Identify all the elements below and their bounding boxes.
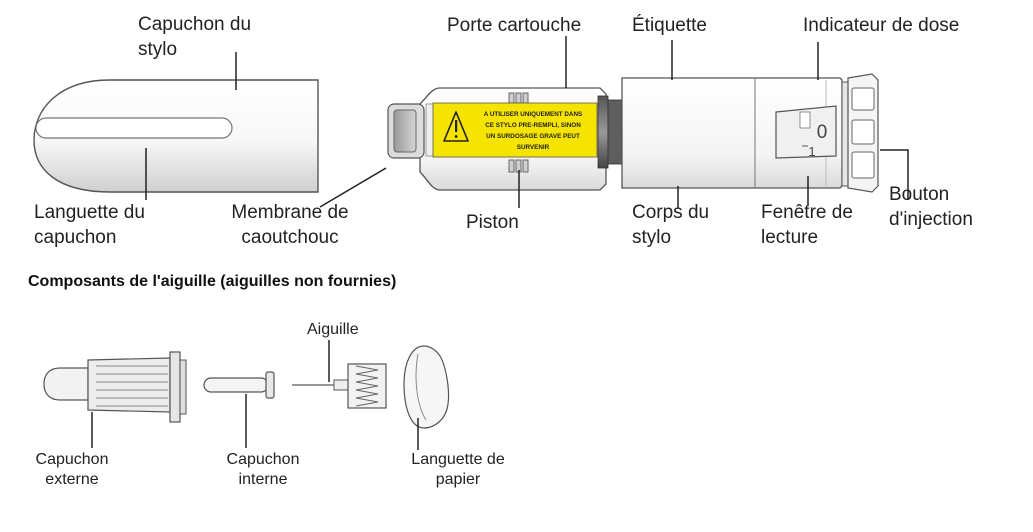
section-heading: Composants de l'aiguille (aiguilles non … — [28, 273, 397, 290]
label-paper-tab: Languette de papier — [411, 450, 504, 490]
label-rubber-membrane-line-2: caoutchouc — [241, 227, 339, 248]
rubber-membrane — [393, 109, 417, 153]
label-pen-body: Corps du stylo — [632, 200, 709, 250]
pen-cap — [33, 79, 319, 193]
label-dose-window-line-1: Fenêtre de — [761, 202, 853, 223]
label-inner-cap-line-1: Capuchon — [226, 451, 300, 468]
warning-line-2: CE STYLO PRE-REMPLI, SINON — [485, 122, 581, 129]
label-cap-clip-line-2: capuchon — [34, 227, 117, 248]
label-outer-cap-line-1: Capuchon — [35, 451, 109, 468]
label-pen-cap-line-2: stylo — [138, 39, 178, 60]
label-dose-indicator: Indicateur de dose — [803, 15, 960, 36]
dose-digit-1: 1 — [808, 144, 815, 159]
injection-button — [841, 73, 879, 193]
label-injection-button: Bouton d'injection — [889, 182, 973, 232]
needle — [292, 363, 387, 409]
leader-lines — [145, 36, 909, 208]
label-rubber-membrane-line-1: Membrane de — [231, 202, 349, 223]
warning-line-1: A UTILISER UNIQUEMENT DANS — [484, 111, 582, 118]
label-needle: Aiguille — [307, 321, 359, 338]
label-pen-body-line-1: Corps du — [632, 202, 710, 223]
cartridge-holder: A UTILISER UNIQUEMENT DANS CE STYLO PRE-… — [387, 87, 623, 191]
label-outer-cap: Capuchon externe — [36, 450, 109, 490]
label-cap-clip: Languette du capuchon — [34, 200, 145, 250]
label-label: Étiquette — [632, 15, 707, 36]
label-injection-button-line-1: Bouton — [889, 184, 950, 205]
label-cap-clip-line-1: Languette du — [34, 202, 145, 223]
label-inner-cap-line-2: interne — [238, 471, 288, 488]
label-injection-button-line-2: d'injection — [889, 209, 973, 230]
label-piston: Piston — [466, 212, 519, 233]
warning-line-3: UN SURDOSAGE GRAVE PEUT — [486, 133, 580, 140]
label-paper-tab-line-1: Languette de — [411, 451, 505, 468]
inner-cap — [203, 371, 275, 399]
warning-triangle-icon — [443, 111, 469, 142]
label-outer-cap-line-2: externe — [45, 471, 99, 488]
warning-label — [432, 102, 598, 158]
outer-cap — [43, 351, 187, 423]
dose-window — [775, 105, 837, 159]
label-rubber-membrane: Membrane de caoutchouc — [231, 200, 348, 250]
label-dose-window: Fenêtre de lecture — [761, 200, 853, 250]
warning-line-4: SURVENIR — [517, 144, 550, 151]
pen-body: 0 1 — [621, 77, 843, 189]
label-paper-tab-line-2: papier — [435, 471, 481, 488]
label-pen-cap: Capuchon du stylo — [138, 12, 251, 62]
label-inner-cap: Capuchon interne — [227, 450, 300, 490]
label-dose-window-line-2: lecture — [761, 227, 819, 248]
needle-leader-lines — [91, 340, 419, 450]
piston-teeth — [508, 92, 529, 173]
dose-digit-0: 0 — [817, 122, 828, 143]
cap-clip-slot — [35, 117, 233, 139]
paper-tab — [403, 345, 450, 429]
label-pen-body-line-2: stylo — [632, 227, 672, 248]
label-cartridge-holder: Porte cartouche — [447, 15, 582, 36]
label-pen-cap-line-1: Capuchon du — [138, 14, 252, 35]
